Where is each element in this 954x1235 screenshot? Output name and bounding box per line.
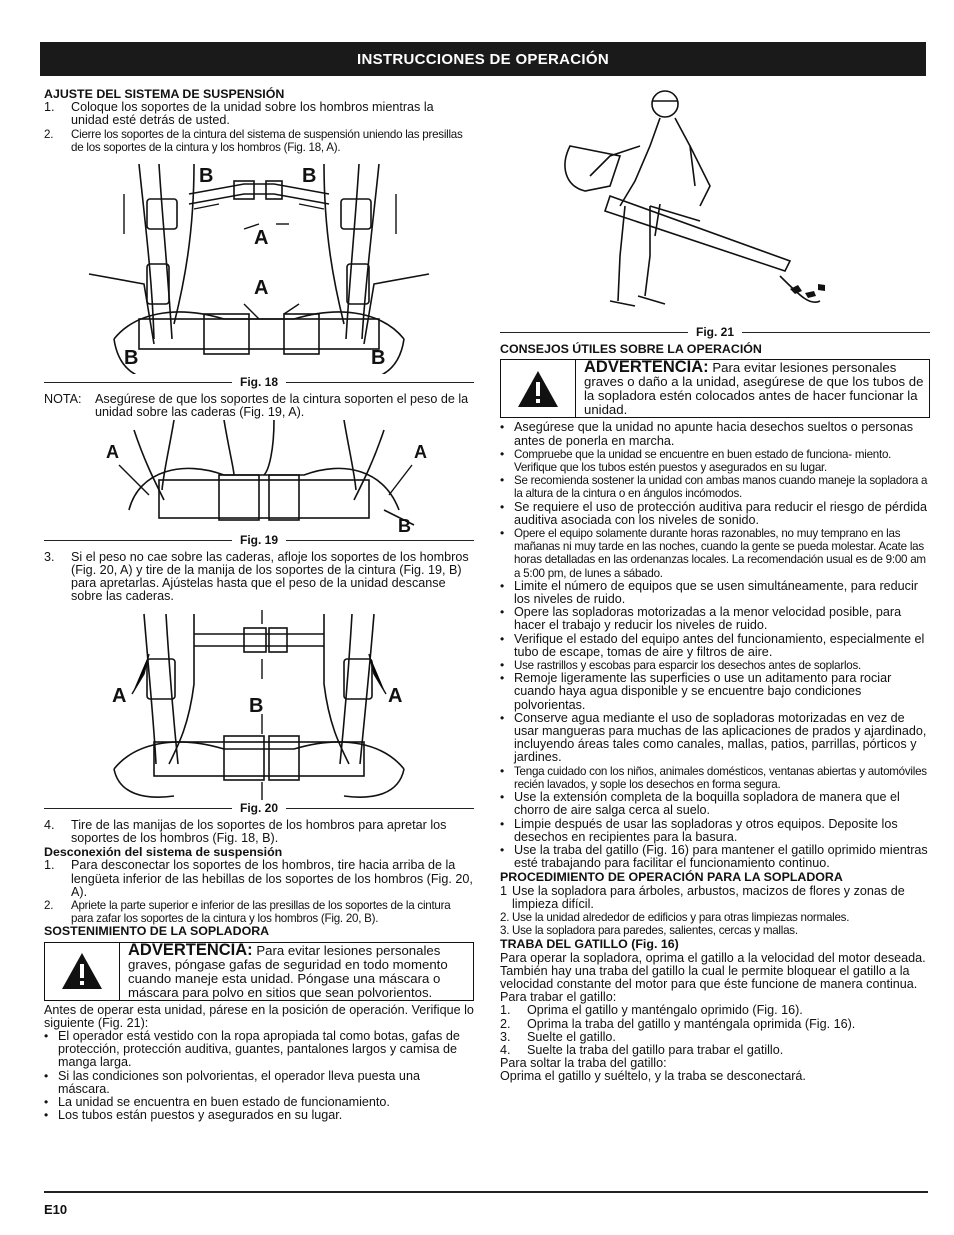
- svg-text:A: A: [388, 685, 402, 707]
- step-3: 3.Si el peso no cae sobre las caderas, a…: [44, 549, 474, 604]
- svg-text:A: A: [254, 227, 268, 249]
- tips-bullets: •Asegúrese que la unidad no apunte hacia…: [500, 421, 930, 870]
- svg-text:B: B: [199, 165, 213, 187]
- list-item: •Limite el número de equipos que se usen…: [500, 578, 918, 607]
- list-item: •Si las condiciones son polvorientas, el…: [44, 1068, 420, 1096]
- figure-21-caption: Fig. 21: [500, 325, 931, 339]
- figure-20-caption: Fig. 20: [44, 801, 475, 815]
- waist-strap-illustration: A A B: [106, 419, 427, 532]
- procedure-heading: PROCEDIMIENTO DE OPERACIÓN PARA LA SOPLA…: [500, 870, 843, 885]
- svg-text:A: A: [112, 685, 126, 707]
- figure-18-caption: Fig. 18: [44, 375, 475, 389]
- list-item: 2.Oprima la traba del gatillo y manténga…: [500, 1016, 856, 1031]
- warning-triangle-icon: [45, 942, 120, 1000]
- figure-18: B B A A B B: [44, 154, 474, 375]
- lock-intro: Para trabar el gatillo:: [500, 990, 617, 1005]
- list-item: •El operador está vestido con la ropa ap…: [44, 1029, 460, 1070]
- list-item: 3.Use la sopladora para paredes, salient…: [500, 924, 798, 938]
- list-item: •Se recomienda sostener la unidad con am…: [500, 473, 928, 501]
- list-item: 2.Apriete la parte superior e inferior d…: [44, 899, 451, 926]
- suspension-steps: 1.Coloque los soportes de la unidad sobr…: [44, 101, 474, 154]
- list-item: 4.Tire de las manijas de los soportes de…: [44, 817, 447, 846]
- list-item: •Opere las sopladoras motorizadas a la m…: [500, 605, 902, 633]
- harness-illustration: B B A A B B: [88, 163, 430, 375]
- suspension-heading: AJUSTE DEL SISTEMA DE SUSPENSIÓN: [44, 87, 285, 101]
- release-text: Oprima el gatillo y suéltelo, y la traba…: [500, 1069, 806, 1084]
- list-item: •Verifique el estado del equipo antes de…: [500, 631, 925, 659]
- list-item: •Opere el equipo solamente durante horas…: [500, 526, 926, 580]
- trigger-text: Para operar la sopladora, oprima el gati…: [500, 950, 926, 991]
- svg-text:B: B: [124, 347, 138, 369]
- step-4: 4.Tire de las manijas de los soportes de…: [44, 817, 474, 846]
- release-intro: Para soltar la traba del gatillo:: [500, 1056, 667, 1071]
- list-item: •Los tubos están puestos y asegurados en…: [44, 1108, 343, 1123]
- warning-title: ADVERTENCIA:: [584, 358, 709, 377]
- list-item: •Limpie después de usar las sopladoras y…: [500, 816, 898, 844]
- before-bullets: •El operador está vestido con la ropa ap…: [44, 1030, 474, 1122]
- list-item: •La unidad se encuentra en buen estado d…: [44, 1095, 390, 1110]
- svg-text:A: A: [414, 442, 427, 462]
- svg-text:A: A: [254, 277, 268, 299]
- figure-19: A A B: [44, 419, 474, 532]
- warning-triangle-icon: [501, 360, 576, 418]
- warning-text: Para evitar lesiones personales graves o…: [584, 360, 924, 418]
- warning-title: ADVERTENCIA:: [128, 940, 253, 959]
- tips-heading: CONSEJOS ÚTILES SOBRE LA OPERACIÓN: [500, 342, 762, 357]
- disconnect-heading: Desconexión del sistema de suspensión: [44, 845, 283, 860]
- list-item: •Use rastrillos y escobas para esparcir …: [500, 658, 861, 673]
- list-item: •Compruebe que la unidad se encuentre en…: [500, 446, 892, 475]
- svg-text:B: B: [249, 695, 263, 717]
- figure-19-caption: Fig. 19: [44, 533, 475, 547]
- before-operating-text: Antes de operar esta unidad, párese en l…: [44, 1002, 474, 1030]
- footer-rule: [44, 1191, 928, 1193]
- list-item: •Conserve agua mediante el uso de soplad…: [500, 710, 927, 765]
- list-item: 3.Suelte el gatillo.: [500, 1029, 616, 1044]
- page-number: E10: [44, 1202, 68, 1217]
- disconnect-steps: 1.Para desconectar los soportes de los h…: [44, 859, 474, 925]
- trigger-heading: TRABA DEL GATILLO (Fig. 16): [500, 937, 679, 952]
- list-item: •Se requiere el uso de protección auditi…: [500, 499, 928, 527]
- holding-heading: SOSTENIMIENTO DE LA SOPLADORA: [44, 924, 270, 939]
- list-item: •Asegúrese que la unidad no apunte hacia…: [500, 420, 914, 448]
- list-item: 1.Coloque los soportes de la unidad sobr…: [44, 100, 434, 128]
- list-item: 2.Use la unidad alrededor de edificios y…: [500, 910, 850, 924]
- note: NOTA: Asegúrese de que los soportes de l…: [44, 392, 474, 420]
- section-title: INSTRUCCIONES DE OPERACIÓN: [357, 50, 609, 68]
- list-item: 1.Para desconectar los soportes de los h…: [44, 858, 473, 899]
- list-item: •Tenga cuidado con los niños, animales d…: [500, 763, 927, 791]
- list-item: 3.Si el peso no cae sobre las caderas, a…: [44, 549, 469, 604]
- list-item: •Use la extensión completa de la boquill…: [500, 790, 900, 818]
- list-item: •Remoje ligeramente las superficies o us…: [500, 671, 892, 712]
- warning-box: ADVERTENCIA: Para evitar lesiones person…: [500, 358, 930, 419]
- figure-21: [500, 86, 930, 324]
- left-column: AJUSTE DEL SISTEMA DE SUSPENSIÓN 1.Coloq…: [44, 86, 475, 1123]
- list-item: •Use la traba del gatillo (Fig. 16) para…: [500, 842, 928, 871]
- list-item: 4.Suelte la traba del gatillo para traba…: [500, 1042, 784, 1057]
- note-text: Asegúrese de que los soportes de la cint…: [95, 392, 469, 420]
- warning-box: ADVERTENCIA: Para evitar lesiones person…: [44, 940, 474, 1001]
- lock-steps: 1.Oprima el gatillo y manténgalo oprimid…: [500, 1004, 930, 1057]
- svg-text:A: A: [106, 442, 119, 462]
- right-column: Fig. 21 CONSEJOS ÚTILES SOBRE LA OPERACI…: [500, 86, 931, 1084]
- list-item: 2.Cierre los soportes de la cintura del …: [44, 127, 463, 154]
- svg-text:B: B: [302, 165, 316, 187]
- note-label: NOTA:: [44, 392, 82, 407]
- section-banner: INSTRUCCIONES DE OPERACIÓN: [40, 42, 926, 76]
- list-item: 1.Oprima el gatillo y manténgalo oprimid…: [500, 1003, 803, 1018]
- svg-text:B: B: [398, 516, 411, 532]
- warning-text: Para evitar lesiones personales graves, …: [128, 942, 448, 1000]
- operator-illustration: [564, 90, 825, 307]
- svg-text:B: B: [371, 347, 385, 369]
